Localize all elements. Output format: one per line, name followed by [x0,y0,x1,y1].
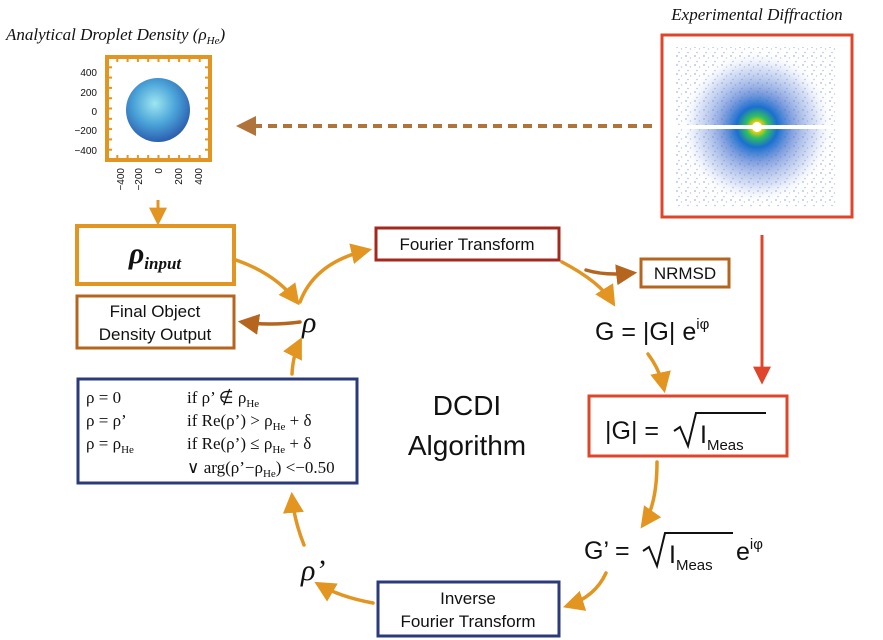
x-tick-label: 0 [154,168,165,174]
rho-input-box: ρinput [75,224,236,286]
x-tick-label: −200 [134,168,145,191]
magnitude-constraint-box: |G| = IMeas [587,394,789,458]
inverse-fourier-box: Inverse Fourier Transform [376,580,561,638]
svg-text:Density Output: Density Output [99,325,212,344]
nrmsd-box: NRMSD [639,257,731,289]
cycle-arrow [314,581,375,605]
constraint-row: if Re(ρ’) > ρHe + δ [187,411,312,433]
constraint-row: if ρ’ ∉ ρHe [187,388,259,410]
sqrt-sign [642,532,733,570]
output-arrow [237,313,302,335]
g-equation: G = |G| eiφ [595,316,710,346]
diffraction-image [660,33,854,219]
final-output-box: Final Object Density Output [75,294,236,350]
svg-text:Fourier Transform: Fourier Transform [400,612,535,631]
svg-text:NRMSD: NRMSD [654,264,716,283]
cycle-arrow [646,352,671,394]
constraint-row: ρ = 0 [86,388,121,407]
cycle-arrow [282,491,306,547]
svg-text:eiφ: eiφ [736,536,763,566]
svg-text:|G| =: |G| = [605,417,659,445]
cycle-arrow [283,337,302,376]
experimental-diffraction-title: Experimental Diffraction [670,5,842,24]
fourier-transform-box: Fourier Transform [374,226,561,262]
constraint-row: ρ = ρ’ [86,411,127,430]
g-prime-equation: G’ = IMeas eiφ [584,532,763,574]
density-plot: 400 200 0 −200 −400 −400 −200 0 200 400 [74,55,212,191]
x-tick-label: 200 [174,168,185,185]
analytical-density-title: Analytical Droplet Density (ρHe) [5,25,225,47]
sqrt-sign [673,412,766,450]
cycle-arrow [640,460,662,529]
x-tick-label: 400 [194,168,205,185]
svg-text:Fourier Transform: Fourier Transform [399,235,534,254]
input-arrow [234,258,300,306]
svg-text:Inverse: Inverse [440,589,496,608]
algorithm-title-line2: Algorithm [408,430,526,461]
svg-text:IMeas: IMeas [700,421,744,454]
y-tick-label: 400 [80,68,97,79]
x-tick-label: −400 [116,168,127,191]
algorithm-title-line1: DCDI [433,390,501,421]
rho-prime-symbol: ρ’ [300,554,325,587]
constraint-row: if Re(ρ’) ≤ ρHe + δ [187,434,311,456]
svg-text:IMeas: IMeas [669,541,713,574]
constraint-row: ρ = ρHe [86,434,134,456]
plot-ticks [107,57,210,160]
rho-symbol: ρ [301,306,316,339]
y-tick-label: −400 [74,146,97,157]
beamstop-center [752,122,762,132]
y-tick-label: 200 [80,88,97,99]
y-tick-label: −200 [74,126,97,137]
svg-text:ρinput: ρinput [128,237,183,273]
y-tick-label: 0 [91,107,97,118]
cycle-arrow [563,571,608,611]
constraint-row: ∨ arg(ρ’−ρHe) <−0.50 [187,458,335,480]
svg-text:G’ =: G’ = [584,537,630,565]
cycle-arrow [298,243,373,304]
cycle-arrow [560,260,616,307]
svg-text:Final Object: Final Object [110,302,201,321]
droplet-sphere [126,78,190,142]
constraint-box: ρ = 0 if ρ’ ∉ ρHe ρ = ρ’ if Re(ρ’) > ρHe… [76,377,359,485]
nrmsd-arrow [584,264,638,286]
